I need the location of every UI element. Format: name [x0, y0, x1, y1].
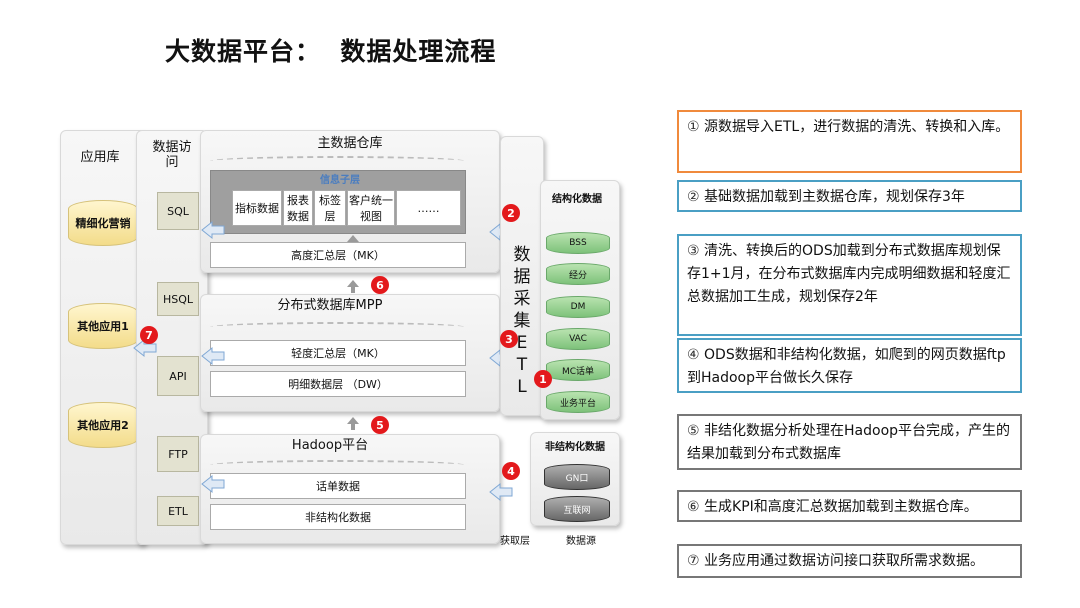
note-text: 业务应用通过数据访问接口获取所需求数据。: [704, 553, 985, 569]
access-api: API: [157, 356, 199, 396]
step-badge-3: 3: [500, 330, 518, 348]
note-text: 非结化数据分析处理在Hadoop平台完成，产生的结果加载到分布式数据库: [687, 423, 1011, 462]
note-number: ⑤: [687, 423, 700, 439]
etl-char: 据: [513, 267, 531, 287]
etl-char: E: [516, 333, 528, 353]
note-number: ②: [687, 189, 700, 205]
step-badge-4: 4: [502, 462, 520, 480]
hadoop-cdr-layer: 话单数据: [210, 473, 466, 499]
source-vac: VAC: [546, 328, 610, 350]
footer-acquire-label: 获取层: [500, 536, 530, 547]
step-badge-5: 5: [371, 416, 389, 434]
etl-char: 集: [513, 311, 531, 331]
subject-item-report: 报表数据: [283, 190, 313, 226]
access-ftp: FTP: [157, 436, 199, 472]
warehouse-dashed-top: [210, 156, 465, 166]
mpp-light-summary-layer: 轻度汇总层（MK）: [210, 340, 466, 366]
mpp-detail-layer: 明细数据层 （DW）: [210, 371, 466, 397]
left-arrow-icon: [201, 346, 225, 366]
note-number: ③: [687, 243, 700, 259]
hadoop-label: Hadoop平台: [291, 438, 369, 453]
note-number: ①: [687, 119, 700, 135]
source-jingfen: 经分: [546, 263, 610, 285]
left-arrow-icon: [201, 474, 225, 494]
up-arrow-icon: [347, 235, 359, 242]
etl-char: L: [517, 377, 527, 397]
left-arrow-icon: [489, 482, 513, 502]
step-badge-6: 6: [371, 276, 389, 294]
subject-item-customer-view: 客户统一视图: [347, 190, 395, 226]
access-etl: ETL: [157, 496, 199, 526]
etl-label: 数 据 采 集 E T L: [508, 244, 536, 398]
note-number: ⑦: [687, 553, 700, 569]
app-layer-label: 应用库: [80, 150, 120, 165]
subject-item-more: ……: [396, 190, 461, 226]
source-business-platform: 业务平台: [546, 391, 610, 413]
note-5: ⑤ 非结化数据分析处理在Hadoop平台完成，产生的结果加载到分布式数据库: [677, 414, 1022, 470]
unstructured-source-label: 非结构化数据: [545, 442, 605, 453]
note-6: ⑥ 生成KPI和高度汇总数据加载到主数据仓库。: [677, 490, 1022, 522]
access-sql: SQL: [157, 192, 199, 230]
warehouse-summary-layer: 高度汇总层（MK）: [210, 242, 466, 268]
etl-char: T: [516, 355, 528, 375]
note-number: ④: [687, 347, 700, 363]
app-db-other-2: 其他应用2: [68, 402, 138, 448]
up-arrow-stem: [351, 287, 355, 293]
mpp-dashed-top: [210, 322, 465, 332]
left-arrow-icon: [201, 220, 225, 240]
subject-item-indicator: 指标数据: [232, 190, 282, 226]
note-text: ODS数据和非结构化数据，如爬到的网页数据ftp到Hadoop平台做长久保存: [687, 347, 1006, 386]
access-hsql: HSQL: [157, 282, 199, 316]
app-db-marketing: 精细化营销: [68, 200, 138, 246]
up-arrow-icon: [347, 417, 359, 424]
note-text: 生成KPI和高度汇总数据加载到主数据仓库。: [704, 499, 978, 515]
source-internet: 互联网: [544, 496, 610, 522]
note-1: ① 源数据导入ETL，进行数据的清洗、转换和入库。: [677, 110, 1022, 173]
etl-char: 采: [513, 289, 531, 309]
step-badge-1: 1: [534, 370, 552, 388]
note-text: 清洗、转换后的ODS加载到分布式数据库规划保存1+1月，在分布式数据库内完成明细…: [687, 243, 1011, 305]
step-badge-7: 7: [140, 326, 158, 344]
note-3: ③ 清洗、转换后的ODS加载到分布式数据库规划保存1+1月，在分布式数据库内完成…: [677, 234, 1022, 336]
footer-source-label: 数据源: [566, 536, 596, 547]
note-text: 源数据导入ETL，进行数据的清洗、转换和入库。: [704, 119, 1010, 135]
note-text: 基础数据加载到主数据仓库，规划保存3年: [704, 189, 965, 205]
warehouse-label: 主数据仓库: [317, 136, 383, 151]
note-2: ② 基础数据加载到主数据仓库，规划保存3年: [677, 180, 1022, 212]
hadoop-unstructured-layer: 非结构化数据: [210, 504, 466, 530]
note-7: ⑦ 业务应用通过数据访问接口获取所需求数据。: [677, 544, 1022, 578]
up-arrow-icon: [347, 280, 359, 287]
source-mc-cdr: MC话单: [546, 359, 610, 381]
source-gn: GN口: [544, 464, 610, 490]
hadoop-dashed-top: [210, 460, 465, 470]
access-layer-label: 数据访问: [152, 140, 192, 170]
note-number: ⑥: [687, 499, 700, 515]
subject-item-tag: 标签层: [314, 190, 346, 226]
source-dm: DM: [546, 296, 610, 318]
etl-char: 数: [513, 245, 531, 265]
page-title: 大数据平台： 数据处理流程: [165, 37, 497, 66]
subject-area-label: 信息子层: [320, 175, 360, 186]
source-bss: BSS: [546, 232, 610, 254]
note-4: ④ ODS数据和非结构化数据，如爬到的网页数据ftp到Hadoop平台做长久保存: [677, 338, 1022, 393]
mpp-label: 分布式数据库MPP: [277, 298, 383, 313]
structured-source-label: 结构化数据: [552, 194, 602, 205]
step-badge-2: 2: [502, 204, 520, 222]
up-arrow-stem: [351, 424, 355, 430]
